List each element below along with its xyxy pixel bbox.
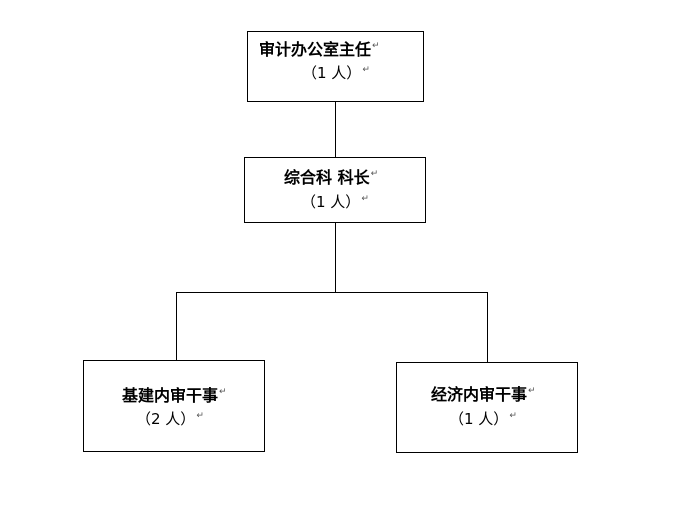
node-economic-audit-officer: 经济内审干事↵ （1 人）↵ xyxy=(396,362,578,453)
connector-branch-to-left xyxy=(176,292,177,360)
paragraph-mark-icon: ↵ xyxy=(219,387,227,397)
paragraph-mark-icon: ↵ xyxy=(528,386,536,396)
node-title-text: 基建内审干事 xyxy=(122,386,219,405)
paragraph-mark-icon: ↵ xyxy=(372,41,380,51)
node-count-text: （1 人） xyxy=(449,410,509,428)
node-title: 综合科 科长↵ xyxy=(284,170,378,186)
node-count: （1 人）↵ xyxy=(449,412,517,427)
node-title-text: 经济内审干事 xyxy=(431,385,528,404)
node-count: （2 人）↵ xyxy=(136,412,204,427)
node-count-text: （1 人） xyxy=(301,193,361,211)
node-general-section-chief: 综合科 科长↵ （1 人）↵ xyxy=(244,157,426,223)
node-count: （1 人）↵ xyxy=(301,195,369,210)
node-title: 经济内审干事↵ xyxy=(431,387,536,403)
node-count-text: （2 人） xyxy=(136,410,196,428)
paragraph-mark-icon: ↵ xyxy=(361,194,369,204)
node-count-text: （1 人） xyxy=(302,64,362,82)
node-audit-office-director: 审计办公室主任↵ （1 人）↵ xyxy=(247,31,424,102)
connector-root-to-middle xyxy=(335,101,336,158)
node-title-text: 审计办公室主任 xyxy=(259,40,372,59)
node-count: （1 人）↵ xyxy=(302,66,370,81)
connector-branch-to-right xyxy=(487,292,488,362)
node-construction-audit-officer: 基建内审干事↵ （2 人）↵ xyxy=(83,360,265,452)
paragraph-mark-icon: ↵ xyxy=(196,411,204,421)
node-title: 基建内审干事↵ xyxy=(122,388,227,404)
node-title: 审计办公室主任↵ xyxy=(259,42,380,58)
paragraph-mark-icon: ↵ xyxy=(509,411,517,421)
connector-middle-to-branch xyxy=(335,222,336,293)
node-title-text: 综合科 科长 xyxy=(284,168,370,187)
paragraph-mark-icon: ↵ xyxy=(370,169,379,179)
paragraph-mark-icon: ↵ xyxy=(362,65,370,75)
connector-branch-horizontal xyxy=(176,292,488,293)
